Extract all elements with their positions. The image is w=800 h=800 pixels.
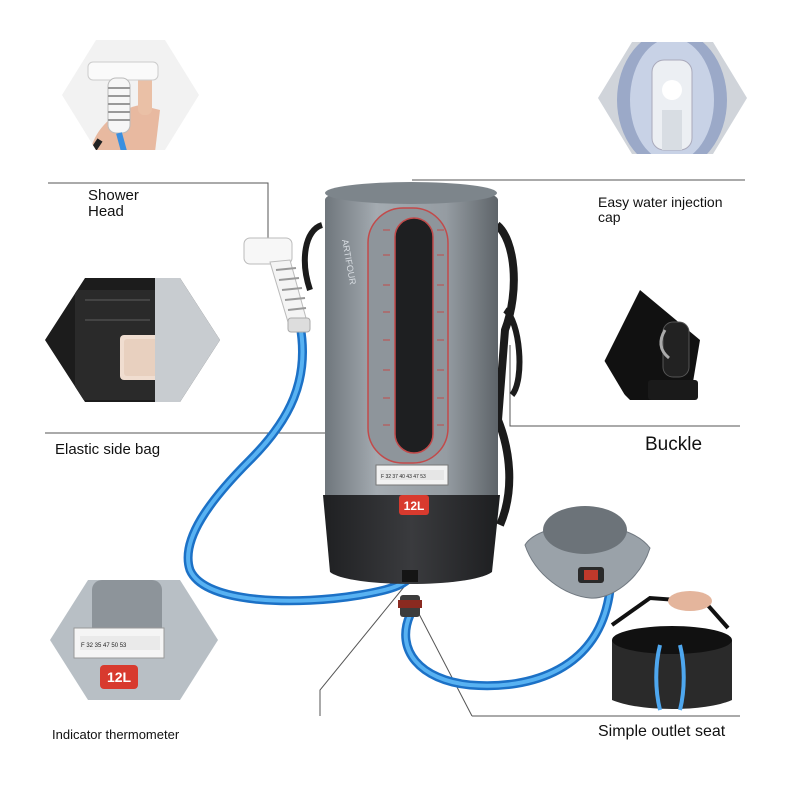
shower-head (243, 237, 311, 333)
shower-tank: ARTIFOUR F 32 37 40 43 47 53 12L (301, 182, 523, 617)
label-outlet-seat: Simple outlet seat (598, 723, 726, 740)
water-hoses (183, 320, 615, 691)
buckle-inset (595, 288, 744, 402)
label-water-cap: Easy water injection cap (598, 194, 723, 225)
side-bag-inset (45, 278, 220, 402)
capacity-badge: 12L (404, 499, 425, 513)
hanging-bag-inset (610, 591, 732, 711)
label-buckle: Buckle (645, 434, 703, 455)
water-cap-inset (598, 42, 747, 154)
outlet-seat (524, 506, 651, 599)
label-elastic-bag: Elastic side bag (55, 441, 161, 458)
inset-capacity-badge: 12L (107, 669, 132, 685)
shower-head-inset (62, 40, 199, 150)
inset-thermo-scale: F 32 35 47 50 53 (81, 643, 127, 649)
leader-lines (45, 179, 745, 717)
label-shower-head: Shower Head (88, 187, 139, 220)
thermo-scale: F 32 37 40 43 47 53 (381, 474, 426, 480)
thermometer-inset: F 32 35 47 50 53 12L (50, 580, 218, 700)
label-thermometer: Indicator thermometer (52, 727, 180, 742)
